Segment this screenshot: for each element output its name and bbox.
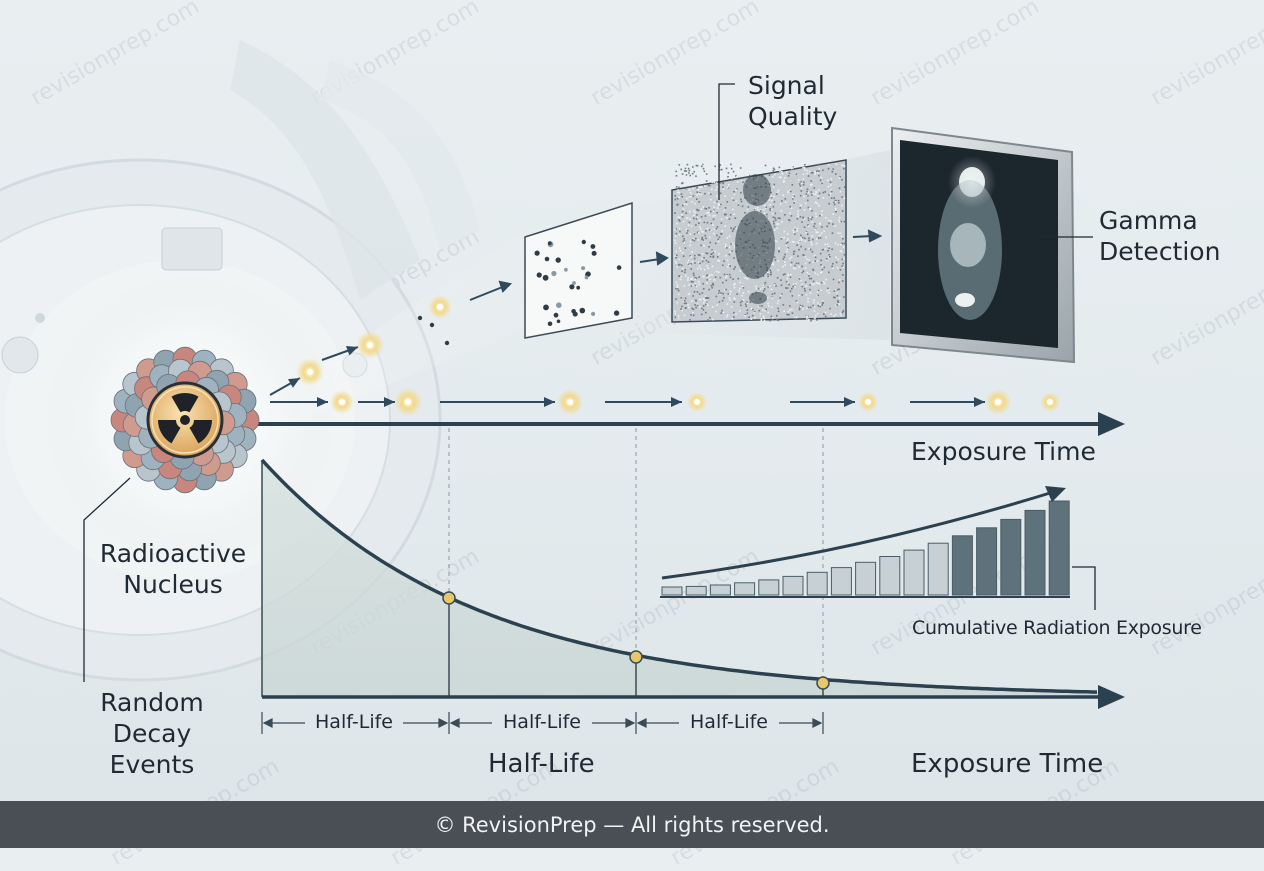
- sparse-signal-panel: [524, 201, 633, 339]
- half-life-point: [442, 591, 456, 605]
- decay-sparkles: [296, 295, 1060, 416]
- gamma-detector-screen: [891, 126, 1076, 364]
- half-life-axis-label: Half-Life: [488, 749, 595, 779]
- half-life-interval-label-2: Half-Life: [503, 711, 581, 733]
- exposure-time-axis-top: [250, 412, 1125, 436]
- half-life-point: [816, 676, 830, 690]
- radioactive-nucleus: [110, 346, 260, 494]
- half-life-brackets: [261, 712, 824, 734]
- leader-lines: [83, 83, 1096, 682]
- scanner-panel-shape: [161, 227, 223, 271]
- half-life-point: [629, 650, 643, 664]
- exposure-time-top-label: Exposure Time: [911, 437, 1096, 466]
- panel-arrows: [469, 229, 883, 301]
- cumulative-radiation-exposure-label: Cumulative Radiation Exposure: [912, 617, 1202, 639]
- random-decay-events-label: Random Decay Events: [100, 688, 204, 779]
- gamma-detection-label: Gamma Detection: [1099, 206, 1221, 266]
- radioactive-nucleus-label: Radioactive Nucleus: [99, 539, 247, 599]
- signal-quality-label: Signal Quality: [748, 71, 838, 131]
- cumulative-exposure-chart: [660, 486, 1070, 598]
- copyright-footer: © RevisionPrep — All rights reserved.: [0, 801, 1264, 848]
- radiation-trefoil-icon: [157, 392, 212, 444]
- half-life-interval-label-3: Half-Life: [690, 711, 768, 733]
- half-life-guides: [448, 428, 824, 683]
- decay-curve-chart: [260, 458, 1125, 709]
- noisy-signal-panel: [671, 159, 847, 323]
- emission-arrows: [269, 346, 985, 407]
- exposure-time-bottom-label: Exposure Time: [911, 749, 1104, 779]
- half-life-interval-label-1: Half-Life: [315, 711, 393, 733]
- diagram-svg: [0, 40, 1125, 734]
